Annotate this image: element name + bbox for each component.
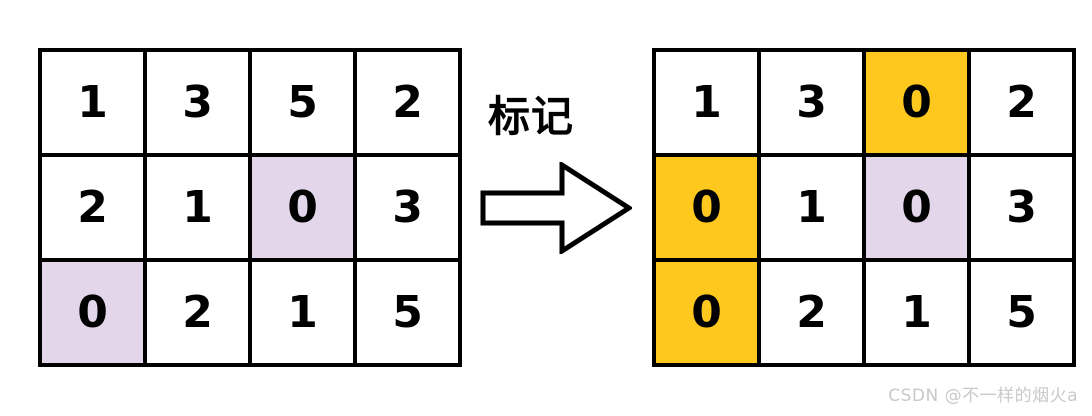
matrix-cell: 2: [42, 157, 143, 258]
matrix-cell-marked: 0: [656, 262, 757, 363]
matrix-cell-marked: 0: [866, 52, 967, 153]
matrix-cell: 5: [971, 262, 1072, 363]
matrix-cell: 1: [866, 262, 967, 363]
before-matrix: 1 3 5 2 2 1 0 3 0 2 1 5: [38, 48, 462, 367]
transition-label: 标记: [488, 92, 575, 141]
transition-group: 标记: [470, 96, 640, 261]
matrix-cell: 1: [656, 52, 757, 153]
matrix-cell: 5: [357, 262, 458, 363]
matrix-cell: 1: [147, 157, 248, 258]
matrix-cell: 3: [357, 157, 458, 258]
right-arrow-outline-icon: [480, 162, 632, 254]
matrix-cell: 2: [147, 262, 248, 363]
matrix-cell-highlighted: 0: [42, 262, 143, 363]
matrix-cell: 1: [761, 157, 862, 258]
after-matrix: 1 3 0 2 0 1 0 3 0 2 1 5: [652, 48, 1076, 367]
watermark: CSDN @不一样的烟火a: [888, 386, 1078, 406]
matrix-cell: 2: [357, 52, 458, 153]
matrix-cell: 3: [971, 157, 1072, 258]
matrix-cell-highlighted: 0: [866, 157, 967, 258]
matrix-cell-highlighted: 0: [252, 157, 353, 258]
matrix-cell: 2: [761, 262, 862, 363]
matrix-cell-marked: 0: [656, 157, 757, 258]
matrix-cell: 5: [252, 52, 353, 153]
matrix-cell: 2: [971, 52, 1072, 153]
matrix-cell: 1: [252, 262, 353, 363]
matrix-cell: 3: [761, 52, 862, 153]
matrix-cell: 1: [42, 52, 143, 153]
matrix-cell: 3: [147, 52, 248, 153]
